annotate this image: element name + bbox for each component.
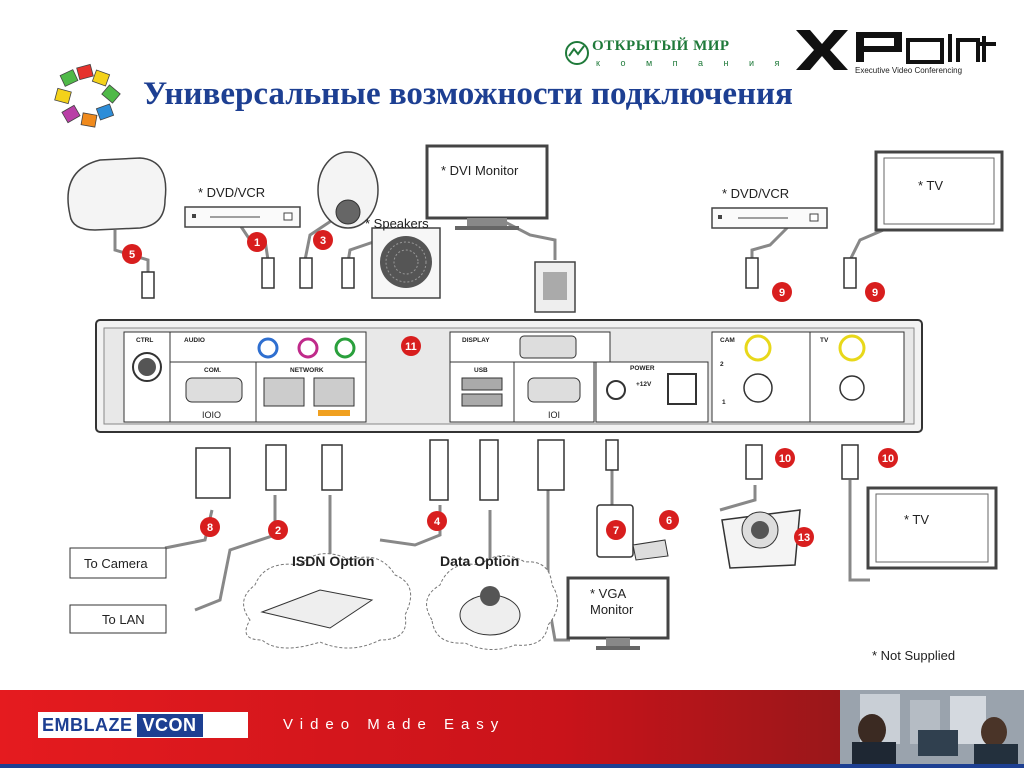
isdn-option-label: ISDN Option — [292, 553, 374, 569]
panel-usb-label: USB — [474, 367, 488, 374]
dvd-vcr-right-device: * DVD/VCR — [711, 186, 828, 229]
callout-11: 11 — [401, 336, 421, 356]
vga-monitor-label-2: Monitor — [590, 602, 634, 617]
data-option-label: Data Option — [440, 553, 519, 569]
svg-text:8: 8 — [207, 522, 213, 534]
camera-puck-device — [67, 157, 167, 299]
tv-top-label: * TV — [918, 178, 943, 193]
data-cloud: Data Option — [426, 553, 559, 650]
puzzle-logo-icon — [48, 62, 128, 132]
panel-vga-symbol: IOI — [548, 410, 560, 420]
company-subtitle: к о м п а н и я — [596, 58, 789, 68]
dvd-vcr-left-device: * DVD/VCR — [184, 185, 301, 228]
callout-13: 13 — [794, 527, 814, 547]
dvd-left-label: * DVD/VCR — [198, 185, 265, 200]
svg-text:9: 9 — [779, 287, 785, 299]
microphone-device — [317, 151, 379, 229]
svg-text:1: 1 — [254, 237, 260, 249]
plug-connectors-top — [261, 257, 857, 289]
dvi-monitor-label: * DVI Monitor — [441, 163, 519, 178]
brand-part-1: EMBLAZE — [42, 714, 133, 735]
dvi-monitor-device: * DVI Monitor — [425, 144, 576, 313]
svg-text:9: 9 — [872, 287, 878, 299]
panel-com-label: COM. — [204, 367, 221, 374]
isdn-cloud: ISDN Option — [243, 553, 412, 649]
tv-top-device: * TV — [874, 150, 1004, 232]
to-camera-box — [69, 547, 167, 579]
callout-2: 2 — [268, 520, 288, 540]
callout-10-right: 10 — [878, 448, 898, 468]
open-world-logo-icon — [564, 40, 590, 71]
vga-monitor-label-1: * VGA — [590, 586, 626, 601]
slogan: Video Made Easy — [283, 716, 506, 733]
vga-monitor-device: * VGA Monitor — [566, 576, 670, 650]
callout-8: 8 — [200, 517, 220, 537]
speakers-label: * Speakers — [365, 216, 429, 231]
svg-text:13: 13 — [798, 532, 810, 544]
panel-network-label: NETWORK — [290, 367, 324, 374]
callout-5: 5 — [122, 244, 142, 264]
panel-tv-label: TV — [820, 337, 829, 344]
svg-text:10: 10 — [779, 453, 791, 465]
callout-6: 6 — [659, 510, 679, 530]
not-supplied-note: * Not Supplied — [872, 648, 955, 663]
plug-connectors-bottom — [195, 439, 859, 501]
speaker-icon: * Speakers — [365, 216, 441, 299]
panel-cam-in1: 1 — [722, 399, 726, 406]
tv-bottom-device: * TV — [866, 486, 998, 570]
panel-cam-label: CAM — [720, 337, 735, 344]
panel-cam-in2: 2 — [720, 361, 724, 368]
panel-com-symbol: IOIO — [202, 410, 221, 420]
panel-display-label: DISPLAY — [462, 337, 490, 344]
rear-panel: CTRL AUDIO COM. IOIO NETWORK DISPLAY USB… — [95, 319, 923, 433]
page-title: Универсальные возможности подключения — [143, 76, 793, 112]
brand-part-2: VCON — [136, 713, 203, 737]
svg-text:5: 5 — [129, 249, 135, 261]
svg-text:10: 10 — [882, 453, 894, 465]
callouts: 1 2 3 4 5 6 7 8 9 9 10 10 11 13 — [122, 230, 898, 547]
callout-10-left: 10 — [775, 448, 795, 468]
svg-text:2: 2 — [275, 525, 281, 537]
svg-text:11: 11 — [405, 341, 417, 353]
svg-text:3: 3 — [320, 235, 326, 247]
callout-9-right: 9 — [865, 282, 885, 302]
svg-text:7: 7 — [613, 525, 619, 537]
company-name: ОТКРЫТЫЙ МИР — [592, 38, 730, 54]
panel-audio-label: AUDIO — [184, 337, 205, 344]
callout-4: 4 — [427, 511, 447, 531]
panel-power-label: POWER — [630, 365, 655, 372]
meeting-photo-icon — [840, 690, 1024, 764]
to-camera-label: To Camera — [84, 556, 148, 571]
xpoint-logo-icon — [792, 26, 1002, 81]
callout-3: 3 — [313, 230, 333, 250]
tv-bottom-label: * TV — [904, 512, 929, 527]
to-lan-label: To LAN — [102, 612, 145, 627]
svg-text:4: 4 — [434, 516, 441, 528]
to-lan-box — [69, 604, 167, 634]
dvd-right-label: * DVD/VCR — [722, 186, 789, 201]
svg-text:6: 6 — [666, 515, 672, 527]
emblaze-vcon-logo: EMBLAZE VCON — [38, 712, 248, 738]
callout-1: 1 — [247, 232, 267, 252]
brand-subtitle: Executive Video Conferencing — [855, 66, 963, 75]
panel-volt-label: +12V — [636, 381, 652, 388]
camera-icon — [721, 509, 801, 569]
callout-9-left: 9 — [772, 282, 792, 302]
callout-7: 7 — [606, 520, 626, 540]
panel-ctrl-label: CTRL — [136, 337, 153, 344]
